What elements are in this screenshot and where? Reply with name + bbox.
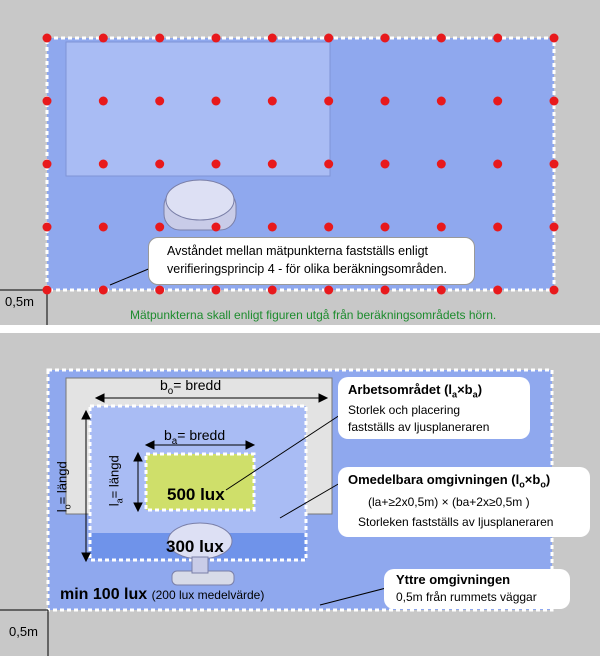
bo-width-label: bo= bredd — [160, 377, 222, 397]
measurement-point — [493, 96, 503, 106]
lux-zones-panel: bo= bredd ba= bredd lo= längd la= längd … — [0, 333, 600, 656]
work-area-border — [144, 452, 256, 512]
measurement-point — [98, 96, 108, 106]
bo-width-arrow — [94, 393, 329, 403]
ba-width-arrow — [144, 440, 256, 450]
grid-caption: Mätpunkterna skall enligt figuren utgå f… — [130, 308, 497, 322]
measurement-grid-panel: Avståndet mellan mätpunkterna fastställs… — [0, 0, 600, 325]
measurement-point — [380, 285, 390, 295]
measurement-point — [267, 222, 277, 232]
measurement-point — [211, 222, 221, 232]
measurement-point — [267, 285, 277, 295]
measurement-point — [549, 285, 559, 295]
immediate-line2: Storleken fastställs av ljusplaneraren — [358, 515, 554, 529]
chair-icon — [163, 179, 237, 231]
work-area-line1: Storlek och placering — [348, 403, 461, 417]
measurement-point — [493, 159, 503, 169]
immediate-surroundings-callout: Omedelbara omgivningen (lo×bo) (la+≥2x0,… — [338, 467, 590, 537]
offset-label-top: 0,5m — [5, 294, 34, 309]
measurement-point — [211, 96, 221, 106]
measurement-point — [42, 159, 52, 169]
outer-callout-pointer — [319, 586, 391, 606]
outer-line: 0,5m från rummets väggar — [396, 590, 537, 604]
spacing-callout-line1: Avståndet mellan mätpunkterna fastställs… — [167, 244, 429, 258]
work-area-line2: fastställs av ljusplaneraren — [348, 420, 490, 434]
spacing-callout-line2: verifieringsprincip 4 - för olika beräkn… — [167, 262, 447, 276]
work-callout-pointer — [225, 414, 341, 491]
la-length-label: la= längd — [106, 455, 125, 507]
measurement-point — [549, 159, 559, 169]
measurement-point — [155, 96, 165, 106]
measurement-point — [98, 159, 108, 169]
measurement-point — [549, 33, 559, 43]
measurement-point — [493, 222, 503, 232]
measurement-point — [436, 159, 446, 169]
measurement-point — [155, 285, 165, 295]
measurement-point — [436, 96, 446, 106]
measurement-point — [324, 159, 334, 169]
measurement-point — [42, 33, 52, 43]
lux-500-label: 500 lux — [167, 485, 225, 504]
measurement-point — [380, 222, 390, 232]
measurement-point — [42, 222, 52, 232]
measurement-point — [436, 285, 446, 295]
outer-surroundings-callout: Yttre omgivningen 0,5m från rummets vägg… — [384, 569, 570, 609]
spacing-callout: Avståndet mellan mätpunkterna fastställs… — [148, 237, 475, 285]
work-area-callout: Arbetsområdet (la×ba) Storlek och placer… — [338, 377, 530, 439]
measurement-point — [267, 96, 277, 106]
immediate-formula: (la+≥2x0,5m) × (ba+2x≥0,5m ) — [368, 495, 530, 509]
measurement-point — [98, 33, 108, 43]
measurement-point — [324, 285, 334, 295]
measurement-point — [211, 285, 221, 295]
measurement-point — [380, 33, 390, 43]
ba-width-label: ba= bredd — [164, 427, 226, 447]
lo-length-arrow — [81, 409, 91, 563]
measurement-point — [324, 96, 334, 106]
measurement-point — [42, 285, 52, 295]
measurement-point — [211, 159, 221, 169]
measurement-point — [380, 159, 390, 169]
desk-zone — [65, 41, 331, 177]
outer-title: Yttre omgivningen — [396, 572, 511, 587]
measurement-point — [324, 33, 334, 43]
measurement-point — [155, 222, 165, 232]
min-lux-label: min 100 lux (200 lux medelvärde) — [60, 586, 265, 603]
measurement-point — [549, 96, 559, 106]
lo-length-label: lo= längd — [54, 461, 73, 513]
measurement-points — [42, 33, 559, 295]
measurement-point — [549, 222, 559, 232]
offset-label-bottom: 0,5m — [9, 624, 38, 639]
chair-icon — [167, 522, 235, 586]
work-area — [146, 454, 254, 510]
measurement-point — [493, 33, 503, 43]
measurement-point — [380, 96, 390, 106]
measurement-grid-diagram — [0, 33, 559, 325]
measurement-point — [436, 222, 446, 232]
work-area-title: Arbetsområdet (la×ba) — [348, 382, 483, 400]
measurement-point — [155, 159, 165, 169]
panel-divider — [0, 325, 600, 333]
measurement-point — [211, 33, 221, 43]
la-length-arrow — [133, 451, 143, 513]
immediate-title: Omedelbara omgivningen (lo×bo) — [348, 472, 551, 490]
measurement-point — [42, 96, 52, 106]
measurement-point — [98, 222, 108, 232]
measurement-point — [324, 222, 334, 232]
measurement-point — [493, 285, 503, 295]
measurement-point — [98, 285, 108, 295]
lux-300-label: 300 lux — [166, 537, 224, 556]
immediate-callout-pointer — [279, 482, 341, 519]
measurement-point — [267, 33, 277, 43]
measurement-point — [155, 33, 165, 43]
measurement-point — [267, 159, 277, 169]
measurement-point — [436, 33, 446, 43]
